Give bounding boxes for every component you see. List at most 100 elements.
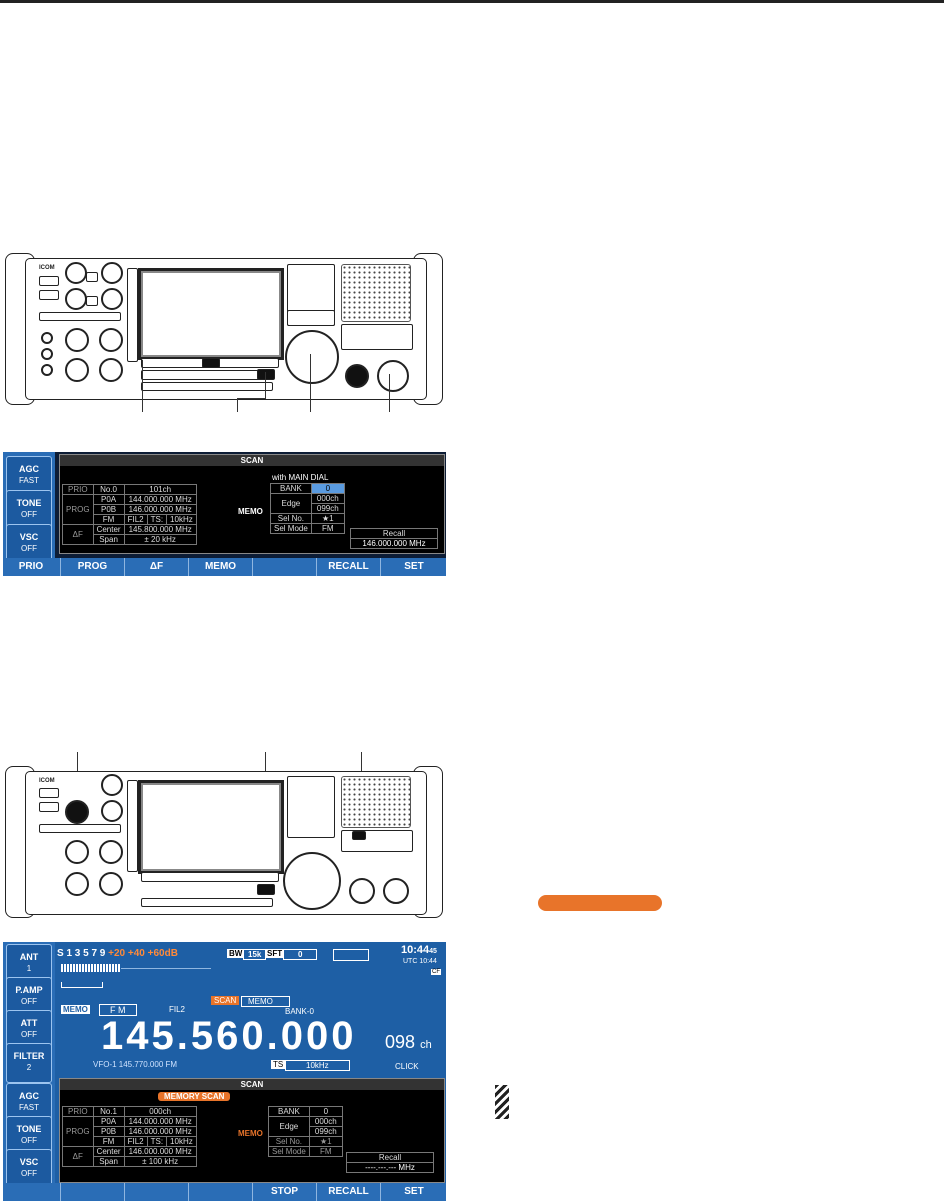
small-knob[interactable] [101,262,123,284]
lcd-side-keys[interactable] [127,780,138,872]
small-knob[interactable] [101,774,123,796]
callout-line [389,374,390,412]
panel-button[interactable] [39,802,59,812]
utc-clock: UTC 10:44 [403,958,437,965]
mode-value: FM [92,1136,125,1147]
small-knob[interactable] [65,840,89,864]
speaker-grille [341,776,411,828]
cf-badge: CF [431,969,441,975]
soft-key-3[interactable] [124,1183,188,1201]
edge-label: Edge [268,1116,310,1137]
scan-key-highlighted[interactable] [352,831,366,840]
small-knob[interactable] [101,288,123,310]
function-key-highlighted[interactable] [257,884,275,895]
soft-key-recall[interactable]: RECALL [316,1183,380,1201]
small-knob[interactable] [99,328,123,352]
right-button-block[interactable] [341,324,413,350]
prog-label[interactable]: PROG [62,1116,94,1147]
speaker-grille [341,264,411,322]
function-keys[interactable] [141,370,273,380]
scan-title: SCAN [60,455,444,466]
soft-key-set[interactable]: SET [380,558,446,576]
lcd-soft-key-highlighted[interactable] [202,358,220,368]
ts-value: 10kHz [166,514,197,525]
soft-key-delta-f[interactable]: ΔF [124,558,188,576]
small-knob[interactable] [101,800,123,822]
clock: 10:4445 [401,944,437,956]
recall-box: Recall ----.---.--- MHz [346,1152,434,1173]
keypad[interactable] [287,776,335,838]
ts-label: TS [271,1060,286,1069]
soft-key-2[interactable] [60,1183,124,1201]
small-knob[interactable] [99,840,123,864]
function-keys-row2[interactable] [141,382,273,391]
ts-label: TS: [146,1136,168,1147]
memo-label[interactable]: MEMO [238,507,263,516]
keypad-lower[interactable] [287,310,335,326]
memo-label[interactable]: MEMO [238,1129,263,1138]
phones-jack-knob[interactable] [383,878,409,904]
bank-value[interactable]: 0 [310,483,345,494]
delta-f-label[interactable]: ΔF [62,1146,94,1167]
soft-key-row: STOP RECALL SET [3,1183,446,1201]
delta-f-label[interactable]: ΔF [62,524,94,545]
panel-button[interactable] [39,276,59,286]
recall-label: Recall [350,528,438,539]
tiny-knob[interactable] [41,364,53,376]
center-label: Center [92,524,125,535]
tiny-knob[interactable] [41,332,53,344]
soft-key-stop[interactable]: STOP [252,1183,316,1201]
panel-button[interactable] [86,296,98,306]
panel-button[interactable] [39,824,121,833]
lcd-soft-keys[interactable] [141,872,279,882]
small-knob[interactable] [65,872,89,896]
sel-mode-label: Sel Mode [268,1146,310,1157]
small-knob[interactable] [99,358,123,382]
main-dial[interactable] [285,330,339,384]
small-knob[interactable] [99,872,123,896]
small-knob[interactable] [65,358,89,382]
small-knob[interactable] [65,262,87,284]
small-knob[interactable] [65,328,89,352]
soft-key-recall[interactable]: RECALL [316,558,380,576]
panel-button[interactable] [39,312,121,321]
sel-no-label: Sel No. [268,1136,310,1147]
soft-key-1[interactable] [3,1183,59,1201]
prio-label[interactable]: PRIO [62,1106,94,1117]
sub-dial[interactable] [345,364,369,388]
soft-key-memo[interactable]: MEMO [188,558,252,576]
function-keys-row2[interactable] [141,898,273,907]
prio-channel: 101ch [123,484,197,495]
lcd-side-keys[interactable] [127,268,138,362]
prog-label[interactable]: PROG [62,494,94,525]
center-freq: 146.000.000 MHz [123,1146,197,1157]
callout-line [310,354,311,412]
phones-jack-knob[interactable] [377,360,409,392]
panel-button[interactable] [39,290,59,300]
main-dial[interactable] [283,852,341,910]
brand-logo: ICOM [39,265,55,271]
soft-key-set[interactable]: SET [380,1183,446,1201]
soft-key-blank[interactable] [252,558,316,576]
prio-label[interactable]: PRIO [62,484,94,495]
sft-value: 0 [283,949,318,960]
small-knob[interactable] [65,288,87,310]
panel-button[interactable] [39,788,59,798]
panel-button[interactable] [86,272,98,282]
highlighted-knob[interactable] [65,800,89,824]
recall-freq: ----.---.--- MHz [346,1162,434,1173]
tiny-knob[interactable] [41,348,53,360]
orange-note-badge [538,895,662,911]
function-key-highlighted[interactable] [257,369,275,380]
soft-key-prog[interactable]: PROG [60,558,124,576]
mode-display: F M [99,1004,137,1016]
sub-dial[interactable] [349,878,375,904]
soft-key-4[interactable] [188,1183,252,1201]
soft-key-prio[interactable]: PRIO [18,561,44,572]
vfo-readout: VFO-1 145.770.000 FM [93,1060,178,1069]
